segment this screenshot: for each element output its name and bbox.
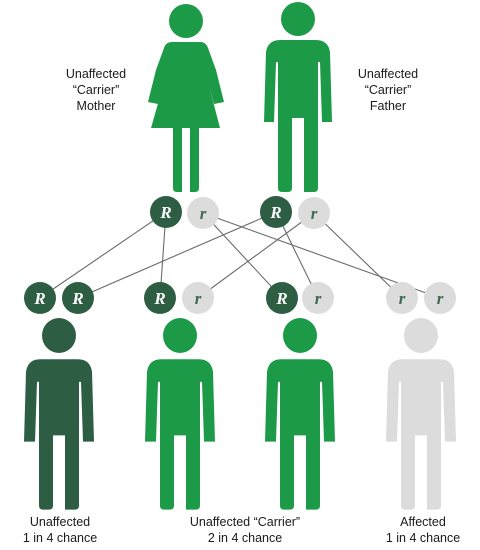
father-allele-0: R — [260, 196, 292, 228]
svg-text:r: r — [200, 204, 207, 223]
inheritance-line-7 — [313, 212, 403, 299]
inheritance-line-0 — [39, 211, 167, 299]
svg-text:R: R — [153, 289, 165, 308]
child-figure-3-icon — [386, 318, 456, 510]
child-figure-1-icon — [145, 318, 215, 510]
inheritance-lines — [39, 211, 441, 299]
svg-text:R: R — [33, 289, 45, 308]
child-1-allele-1: r — [182, 282, 214, 314]
father-allele-1: r — [298, 197, 330, 229]
outcome-unaffected-label: Unaffected 1 in 4 chance — [22, 515, 98, 545]
svg-text:r: r — [195, 289, 202, 308]
outcome-affected-label: Affected 1 in 4 chance — [385, 515, 461, 545]
mother-allele-0: R — [150, 196, 182, 228]
mother-figure-icon — [148, 4, 224, 192]
child-2-allele-0: R — [266, 282, 298, 314]
svg-text:r: r — [315, 289, 322, 308]
father-figure-icon — [264, 2, 332, 192]
svg-text:r: r — [311, 204, 318, 223]
mother-label: Unaffected “Carrier” Mother — [65, 67, 127, 113]
child-0-allele-0: R — [24, 282, 56, 314]
child-3-allele-0: r — [386, 282, 418, 314]
child-figure-2-icon — [265, 318, 335, 510]
svg-text:R: R — [159, 203, 171, 222]
inheritance-line-6 — [197, 212, 315, 299]
mother-allele-1: r — [187, 197, 219, 229]
svg-text:R: R — [275, 289, 287, 308]
inheritance-line-2 — [202, 212, 283, 299]
svg-text:R: R — [71, 289, 83, 308]
svg-text:R: R — [269, 203, 281, 222]
father-label: Unaffected “Carrier” Father — [357, 67, 419, 113]
child-2-allele-1: r — [302, 282, 334, 314]
child-figure-0-icon — [24, 318, 94, 510]
svg-text:r: r — [399, 289, 406, 308]
child-3-allele-1: r — [424, 282, 456, 314]
inheritance-line-4 — [77, 211, 277, 299]
outcome-carrier-label: Unaffected “Carrier” 2 in 4 chance — [189, 515, 301, 545]
child-1-allele-0: R — [144, 282, 176, 314]
child-0-allele-1: R — [62, 282, 94, 314]
children-figures — [24, 318, 456, 510]
svg-text:r: r — [437, 289, 444, 308]
